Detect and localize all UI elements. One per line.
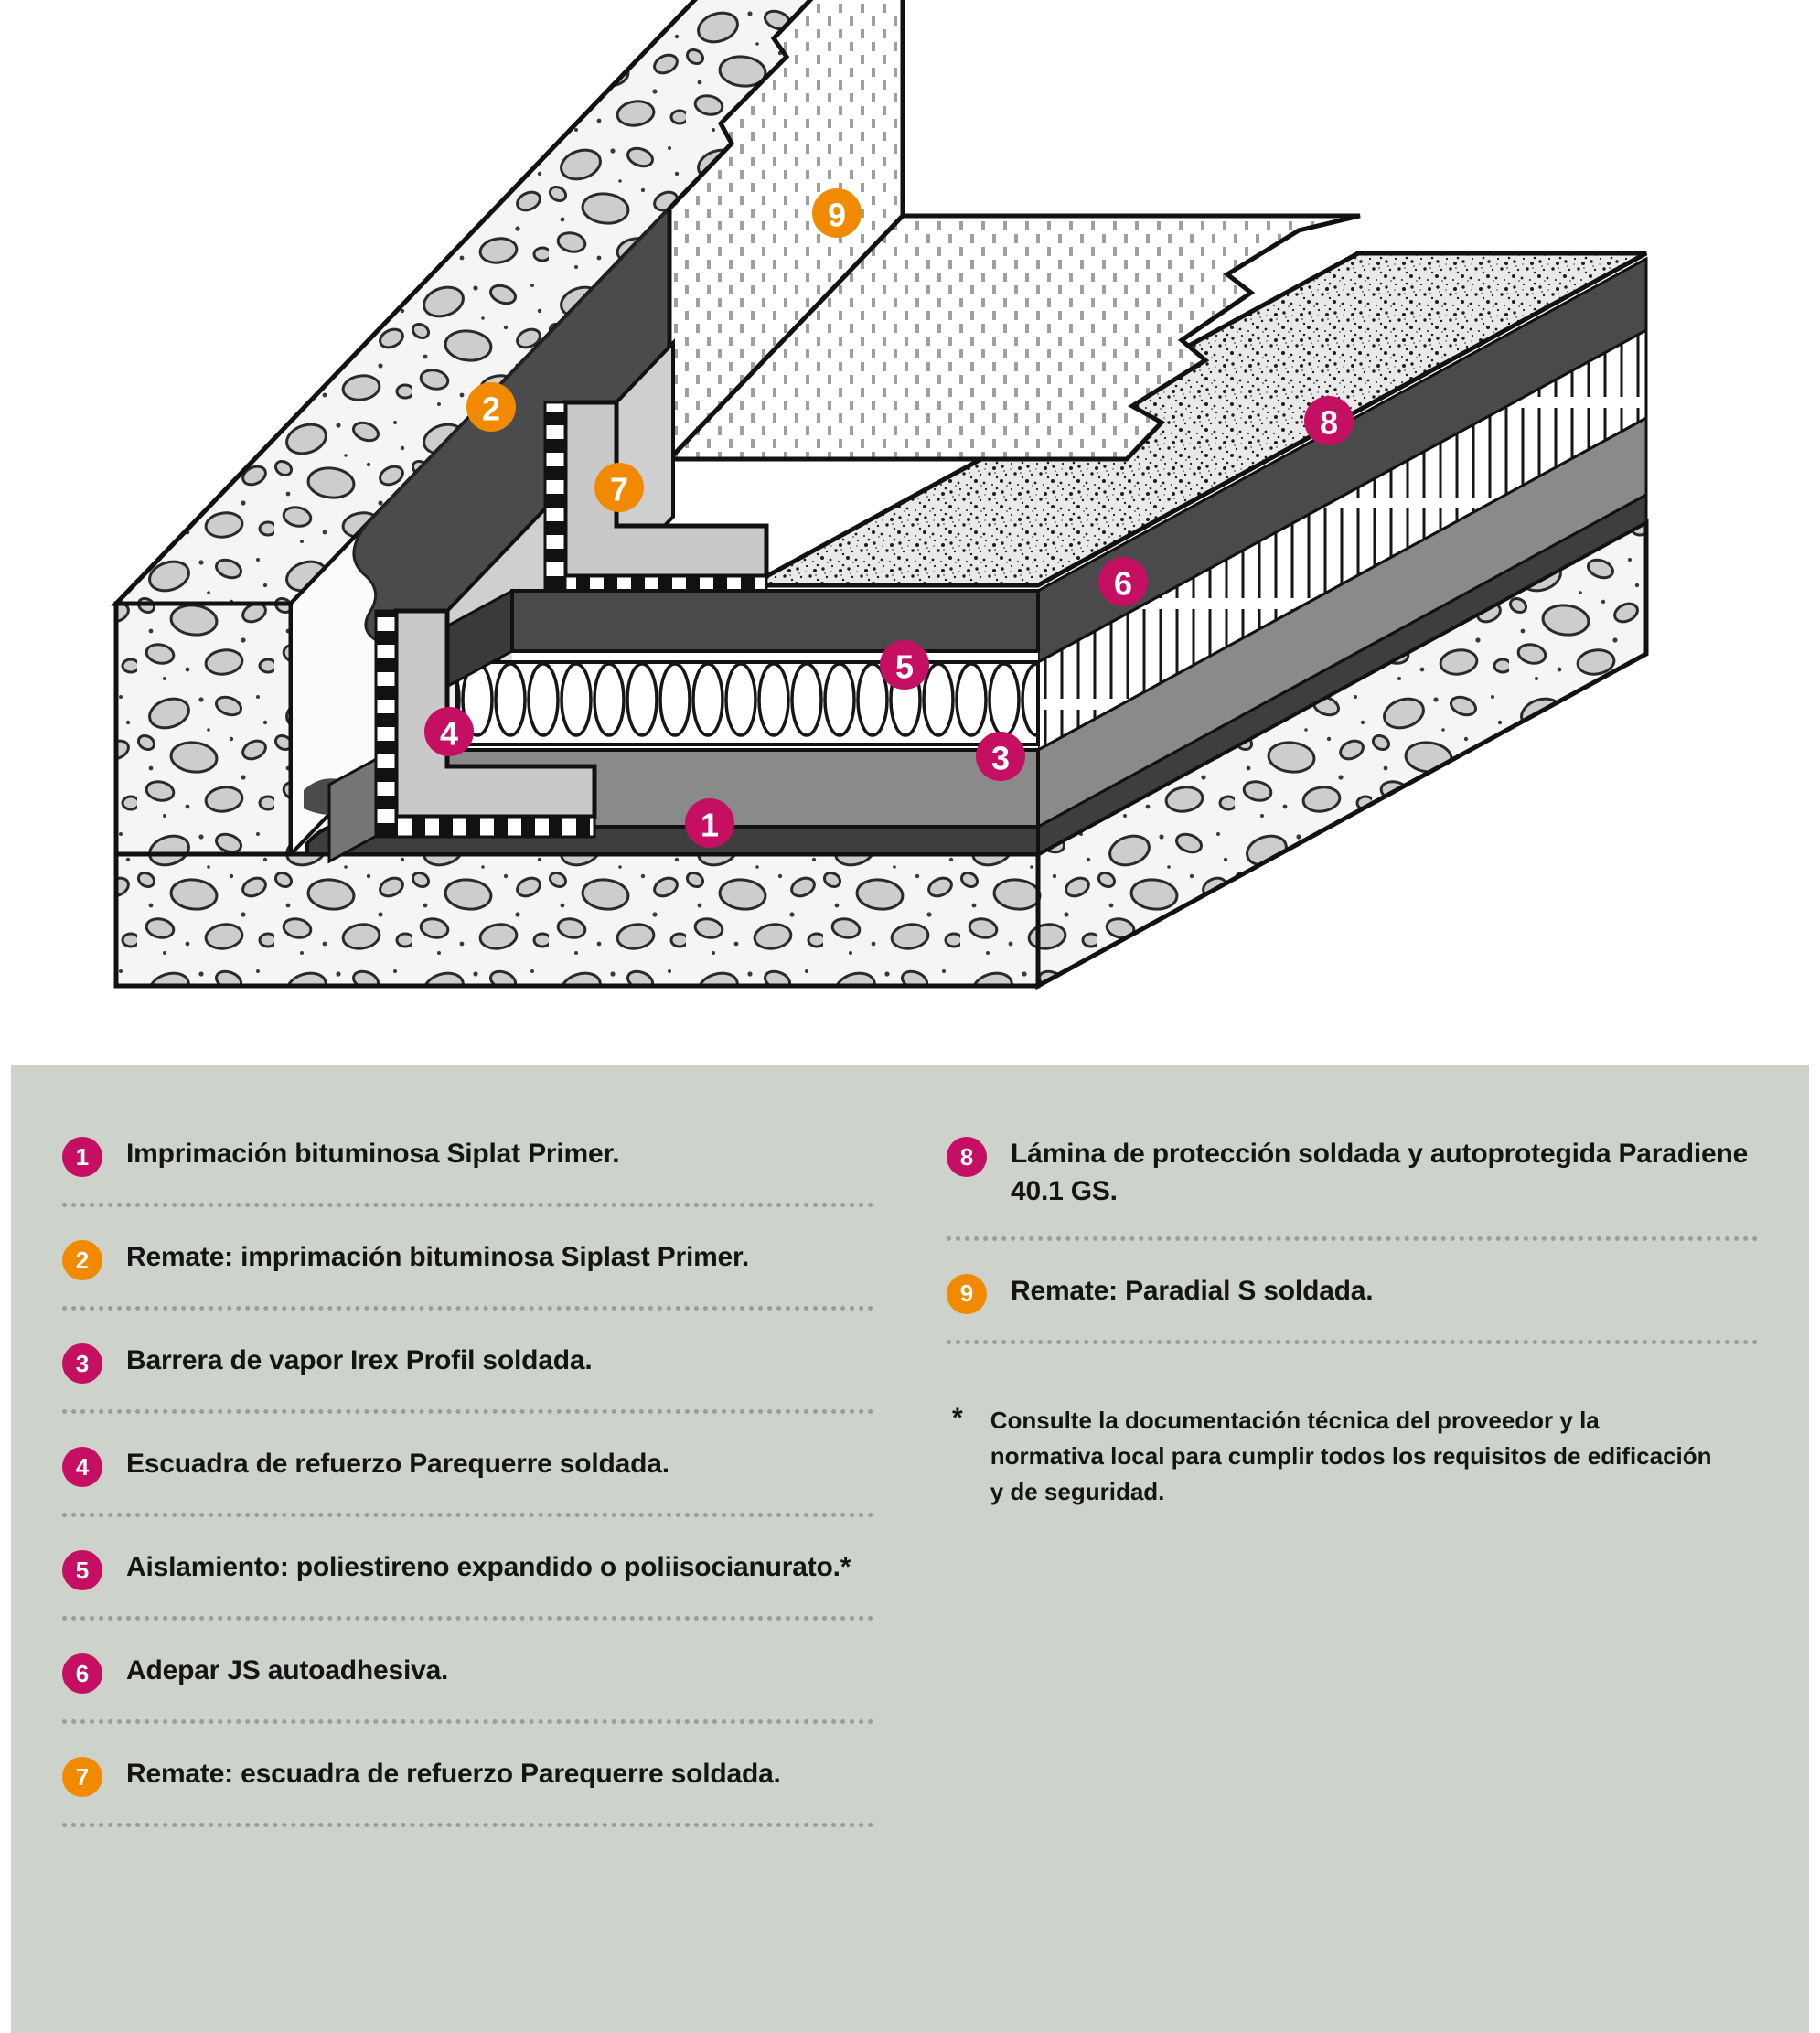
diagram-badge-7: 7 [594, 463, 644, 512]
legend-item-7: 7 Remate: escuadra de refuerzo Parequerre… [62, 1724, 873, 1823]
badge-number-4: 4 [440, 715, 458, 753]
badge-circle-9 [812, 188, 862, 238]
legend-separator [62, 1409, 873, 1414]
badge-circle-8 [1304, 396, 1354, 445]
badge-circle-5 [880, 640, 929, 690]
legend-badge-3: 3 [62, 1343, 102, 1384]
diagram-badges: 1 2 3 4 5 6 7 8 9 [424, 188, 1354, 848]
legend-separator [947, 1236, 1758, 1241]
diagram-area: 1 2 3 4 5 6 7 8 9 [111, 0, 1649, 990]
diagram-badge-3: 3 [976, 732, 1025, 781]
diagram-badge-2: 2 [466, 382, 516, 432]
diagram-badge-9: 9 [812, 188, 862, 238]
legend-text-8: Lámina de protección soldada y autoprote… [1011, 1139, 1749, 1207]
legend-item-9: 9 Remate: Paradial S soldada. [947, 1241, 1758, 1340]
legend-item-1: 1 Imprimación bituminosa Siplat Primer. [62, 1104, 873, 1203]
legend-badge-9: 9 [947, 1273, 987, 1314]
badge-number-8: 8 [1320, 404, 1338, 442]
legend-separator [62, 1823, 873, 1827]
legend-separator [62, 1616, 873, 1621]
legend-item-5: 5 Aislamiento: poliestireno expandido o p… [62, 1517, 873, 1616]
badge-number-7: 7 [610, 471, 628, 508]
layer-stack-cut-faces [1036, 256, 1648, 857]
footnote-text: Consulte la documentación técnica del pr… [990, 1406, 1712, 1505]
legend-text-1: Imprimación bituminosa Siplat Primer. [126, 1139, 620, 1169]
legend-text-2: Remate: imprimación bituminosa Siplast P… [126, 1242, 749, 1272]
diagram-badge-4: 4 [424, 707, 474, 756]
badge-circle-2 [466, 382, 516, 432]
flashing-paradial-wall-9 [667, 0, 905, 465]
badge-circle-7 [594, 463, 644, 512]
legend-separator [62, 1306, 873, 1311]
badge-number-3: 3 [991, 740, 1010, 777]
diagram-badge-1: 1 [685, 798, 734, 848]
flashing-paradial-lap-9 [664, 213, 1361, 462]
legend-separator [947, 1339, 1758, 1344]
legend-text-4: Escuadra de refuerzo Parequerre soldada. [126, 1449, 669, 1479]
legend-item-4: 4 Escuadra de refuerzo Parequerre soldada… [62, 1414, 873, 1513]
badge-circle-6 [1098, 557, 1148, 606]
legend-text-5: Aislamiento: poliestireno expandido o po… [126, 1552, 851, 1582]
diagram-badge-6: 6 [1098, 557, 1148, 606]
legend-badge-2: 2 [62, 1240, 102, 1280]
diagram-badge-8: 8 [1304, 396, 1354, 445]
legend-column-right: 8 Lámina de protección soldada y autoprot… [947, 1104, 1758, 2006]
legend-text-7: Remate: escuadra de refuerzo Parequerre … [126, 1759, 781, 1789]
badge-circle-3 [976, 732, 1025, 781]
legend-badge-5: 5 [62, 1550, 102, 1590]
legend-item-3: 3 Barrera de vapor Irex Profil soldada. [62, 1311, 873, 1409]
legend-separator [62, 1513, 873, 1517]
badge-number-2: 2 [482, 391, 500, 428]
badge-number-9: 9 [828, 197, 846, 234]
membrane-band-6 [510, 589, 1040, 653]
legend-text-9: Remate: Paradial S soldada. [1011, 1275, 1374, 1306]
badge-number-5: 5 [895, 648, 914, 686]
concrete-slab [113, 518, 1649, 990]
reinforcement-angle-4 [374, 608, 597, 839]
badge-number-6: 6 [1114, 565, 1132, 603]
legend-separator [62, 1719, 873, 1724]
construction-diagram: 1 2 3 4 5 6 7 8 9 [111, 0, 1649, 990]
diagram-badge-5: 5 [880, 640, 929, 690]
legend-item-2: 2 Remate: imprimación bituminosa Siplast … [62, 1207, 873, 1306]
badge-number-1: 1 [701, 807, 719, 844]
legend-badge-6: 6 [62, 1653, 102, 1694]
legend-item-8: 8 Lámina de protección soldada y autoprot… [947, 1104, 1758, 1236]
legend-badge-8: 8 [947, 1137, 987, 1177]
legend-item-6: 6 Adepar JS autoadhesiva. [62, 1621, 873, 1719]
legend-footnote: * Consulte la documentación técnica del … [947, 1403, 1758, 1510]
legend-badge-7: 7 [62, 1757, 102, 1797]
legend-badge-4: 4 [62, 1447, 102, 1487]
legend-badge-1: 1 [62, 1137, 102, 1177]
footnote-marker: * [952, 1402, 963, 1433]
legend-separator [62, 1203, 873, 1207]
legend-text-6: Adepar JS autoadhesiva. [126, 1655, 449, 1685]
badge-circle-4 [424, 707, 474, 756]
legend-text-3: Barrera de vapor Irex Profil soldada. [126, 1345, 593, 1375]
badge-circle-1 [685, 798, 734, 848]
